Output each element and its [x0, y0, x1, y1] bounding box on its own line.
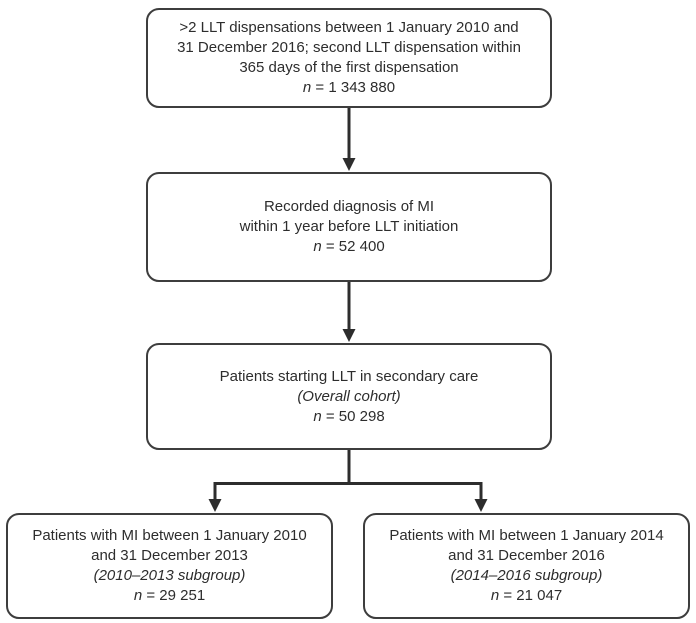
- arrow-box1-to-box2: [342, 108, 356, 171]
- box-n-line: n= 52 400: [313, 237, 384, 257]
- arrow-box2-to-box3: [342, 282, 356, 342]
- n-value: = 52 400: [325, 238, 385, 255]
- box-n-line: n= 1 343 880: [303, 78, 395, 98]
- n-value: = 21 047: [503, 587, 563, 604]
- n-symbol: n: [302, 79, 312, 96]
- n-value: = 29 251: [146, 587, 206, 604]
- flow-box-subgroup-2014-2016: Patients with MI between 1 January 2014 …: [363, 513, 690, 619]
- n-value: = 1 343 880: [315, 79, 396, 96]
- box-text: Patients starting LLT in secondary care: [219, 367, 479, 385]
- n-symbol: n: [313, 238, 322, 255]
- flow-box-subgroup-2010-2013: Patients with MI between 1 January 2010 …: [6, 513, 333, 619]
- flow-box-overall-cohort: Patients starting LLT in secondary care …: [146, 343, 552, 450]
- box-text: Recorded diagnosis of MI within 1 year b…: [239, 198, 459, 235]
- box-n-line: n= 29 251: [134, 586, 205, 606]
- box-n-line: n= 21 047: [491, 586, 562, 606]
- split-connector: [208, 450, 488, 512]
- n-symbol: n: [490, 587, 500, 604]
- n-symbol: n: [133, 587, 143, 604]
- n-value: = 50 298: [325, 407, 385, 425]
- flow-box-llt-dispensations: >2 LLT dispensations between 1 January 2…: [146, 8, 552, 108]
- box-text: >2 LLT dispensations between 1 January 2…: [177, 19, 521, 76]
- n-symbol: n: [313, 407, 322, 425]
- box-text: Patients with MI between 1 January 2014 …: [389, 527, 664, 564]
- box-text: Patients with MI between 1 January 2010 …: [32, 527, 307, 564]
- box-subtitle: (2014–2016 subgroup): [450, 567, 603, 584]
- box-n-line: n= 50 298: [313, 407, 384, 427]
- flow-box-mi-diagnosis: Recorded diagnosis of MI within 1 year b…: [146, 172, 552, 282]
- box-subtitle: (Overall cohort): [297, 387, 401, 405]
- box-subtitle: (2010–2013 subgroup): [93, 567, 246, 584]
